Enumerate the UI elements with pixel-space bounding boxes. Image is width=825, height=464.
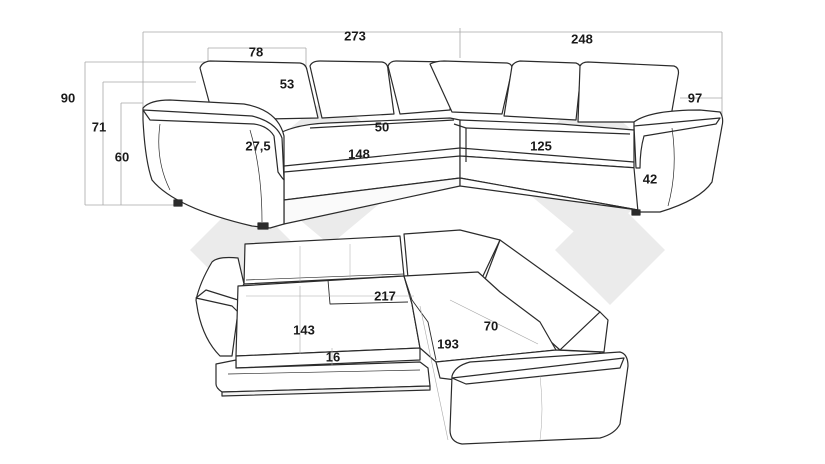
dim-armrest-height: 60 xyxy=(114,149,130,165)
dim-side-depth: 97 xyxy=(687,90,703,106)
dim-backrest-height: 71 xyxy=(91,119,107,135)
dim-corner-width: 248 xyxy=(571,31,593,47)
dim-armrest-top: 27,5 xyxy=(245,138,271,154)
corner-sofa-bed-lower xyxy=(195,229,629,445)
dim-corner-depth: 70 xyxy=(483,318,499,334)
dim-sleeping-width: 143 xyxy=(293,322,315,338)
dim-sleeping-length: 217 xyxy=(374,288,396,304)
dim-chaise-seat-width: 125 xyxy=(530,138,552,154)
dim-back-cushion-height: 53 xyxy=(279,76,295,92)
corner-sofa-upper xyxy=(142,60,724,230)
dim-armrest-width: 78 xyxy=(248,44,264,60)
dim-seat-height: 42 xyxy=(642,171,658,187)
dim-corner-length: 193 xyxy=(437,336,459,352)
dim-pullout-height: 16 xyxy=(325,349,341,365)
dim-total-width: 273 xyxy=(344,28,366,44)
bed-dimension-lines xyxy=(246,286,539,441)
dim-total-height: 90 xyxy=(60,90,76,106)
dim-sofa-seat-width: 148 xyxy=(348,146,370,162)
dim-seat-depth: 50 xyxy=(374,119,390,135)
